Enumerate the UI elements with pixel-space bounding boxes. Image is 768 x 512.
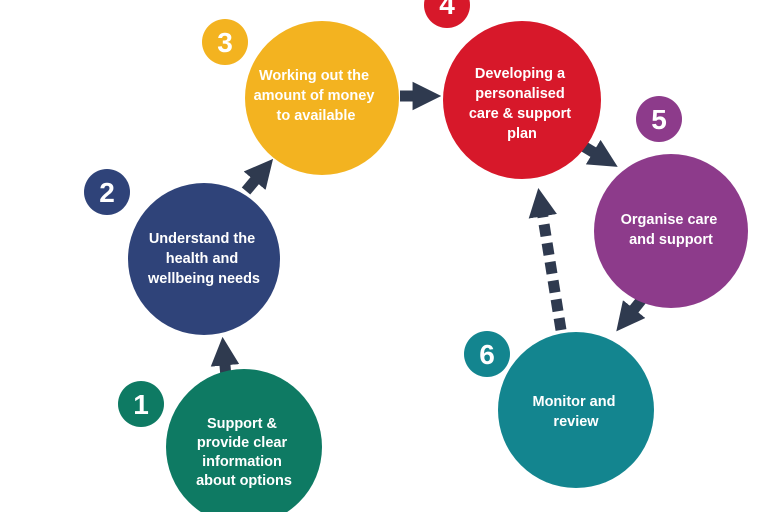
step-3-circle [245, 21, 399, 175]
step-4-label: Developing a personalised care & support… [469, 66, 575, 142]
step-4-label-line: personalised [475, 86, 564, 102]
step-3-badge [202, 19, 248, 65]
step-2-label: Understand the health and wellbeing need… [147, 231, 260, 287]
step-4-label-line: plan [507, 126, 537, 142]
step-4-label-line: care & support [469, 106, 571, 122]
step-2-label-line: wellbeing needs [147, 271, 260, 287]
step-4-badge [424, 0, 470, 28]
step-1-label-line: information [202, 454, 282, 470]
step-4-circle [443, 21, 601, 179]
step-5-label-line: Organise care [621, 212, 718, 228]
step-5-badge [636, 96, 682, 142]
step-3-label-line: to available [277, 108, 356, 124]
step-1-label-line: Support & [207, 416, 278, 432]
step-6-circle [498, 332, 654, 488]
step-2-badge [84, 169, 130, 215]
step-5-circle [594, 154, 748, 308]
step-2-number: 2 [99, 177, 115, 208]
step-1-number: 1 [133, 389, 149, 420]
step-1-circle [166, 369, 322, 512]
step-5-number: 5 [651, 104, 667, 135]
step-2-label-line: health and [166, 251, 239, 267]
step-6-badge [464, 331, 510, 377]
step-6: Monitor and review 6 [464, 331, 654, 488]
step-3-number: 3 [217, 27, 233, 58]
step-6-label: Monitor and review [533, 394, 620, 430]
step-5-label-line: and support [629, 232, 713, 248]
step-3: Working out the amount of money to avail… [202, 19, 399, 175]
step-2: Understand the health and wellbeing need… [84, 169, 280, 335]
step-4-number: 4 [439, 0, 455, 20]
step-1-label: Support & provide clear information abou… [196, 416, 292, 489]
step-1-badge [118, 381, 164, 427]
arrow-4-to-5 [580, 139, 618, 167]
step-1-label-line: provide clear [197, 435, 288, 451]
step-3-label-line: amount of money [254, 88, 375, 104]
step-4-label-line: Developing a [475, 66, 566, 82]
arrow-6-to-4-dashed [528, 188, 567, 331]
arrow-2-to-3 [241, 158, 274, 195]
step-4: Developing a personalised care & support… [424, 0, 601, 179]
step-2-circle [128, 183, 280, 335]
step-6-number: 6 [479, 339, 495, 370]
step-1-label-line: about options [196, 473, 292, 489]
step-3-label: Working out the amount of money to avail… [254, 68, 379, 124]
step-6-label-line: review [553, 414, 599, 430]
step-3-label-line: Working out the [259, 68, 369, 84]
step-5-label: Organise care and support [621, 212, 722, 248]
step-5: Organise care and support 5 [594, 96, 748, 308]
step-1: Support & provide clear information abou… [118, 369, 322, 512]
step-2-label-line: Understand the [149, 231, 255, 247]
step-6-label-line: Monitor and [533, 394, 616, 410]
